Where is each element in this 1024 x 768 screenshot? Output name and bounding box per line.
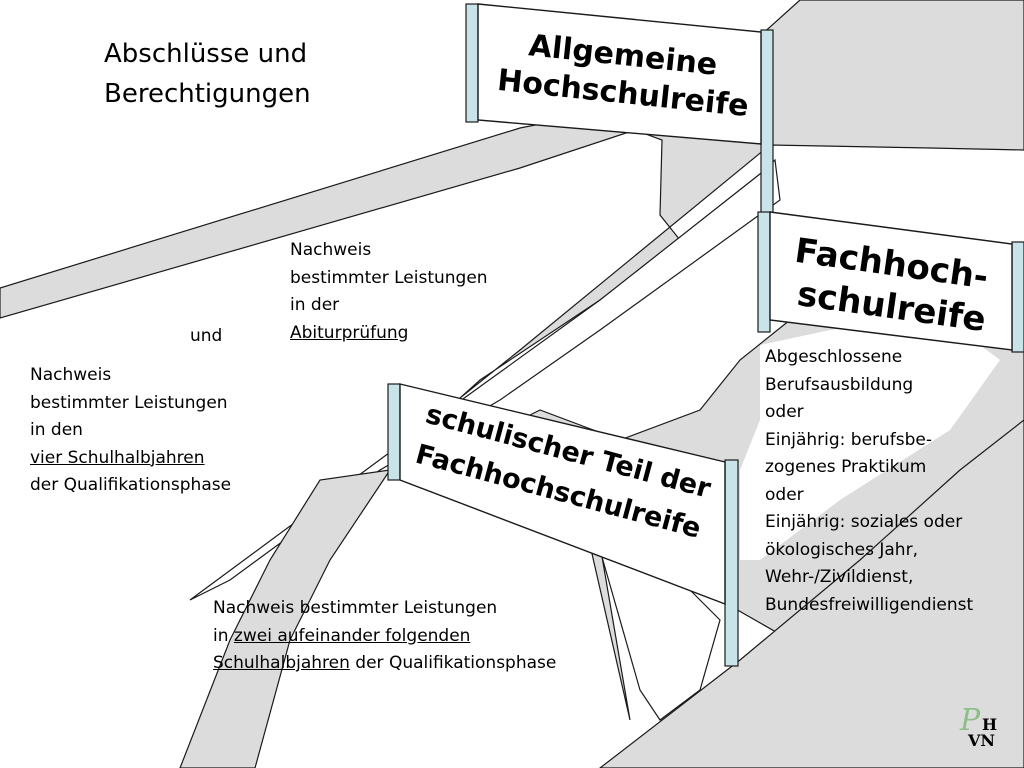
logo-bottom-letters: VN <box>967 731 995 750</box>
vier-line3: in den <box>30 420 83 440</box>
vier-line1: Nachweis <box>30 365 112 385</box>
beruf-line2: Berufsausbildung <box>765 374 914 395</box>
zwei-line2-underlined: zwei aufeinander folgenden <box>233 625 471 646</box>
zwei-line3: Schulhalbjahren der Qualifikationsphase <box>213 650 556 678</box>
beruf-line3: oder <box>765 402 804 422</box>
abitur-line3: in der <box>290 295 340 315</box>
zwei-line2-prefix: in <box>213 625 234 646</box>
label-abiturpruefung: Nachweis bestimmter Leistungen in der Ab… <box>290 237 488 347</box>
page-title-line2: Berechtigungen <box>104 79 311 109</box>
sign-allgemeine-hochschulreife: Allgemeine Hochschulreife <box>465 3 774 221</box>
label-und: und <box>190 326 223 346</box>
logo-script-letter: P <box>959 703 981 738</box>
beruf-line10: Bundesfreiwilligendienst <box>765 594 974 615</box>
vier-line4: vier Schulhalbjahren <box>30 447 205 468</box>
abitur-line4: Abiturprüfung <box>290 322 409 343</box>
vier-line5: der Qualifikationsphase <box>30 475 232 495</box>
abitur-line2: bestimmter Leistungen <box>290 267 488 288</box>
beruf-line6: oder <box>765 484 804 505</box>
zwei-line3-underlined: Schulhalbjahren <box>213 653 350 673</box>
logo-top-letter: H <box>982 715 997 734</box>
label-zwei-schulhalbjahre: Nachweis bestimmter Leistungen in zwei a… <box>213 595 556 678</box>
label-vier-schulhalbjahre: Nachweis bestimmter Leistungen in den vi… <box>30 362 231 500</box>
zwei-line2: in zwei aufeinander folgenden <box>213 623 556 651</box>
abitur-line1: Nachweis <box>290 240 372 260</box>
beruf-line7: Einjährig: soziales oder <box>765 512 963 532</box>
road-white-1 <box>740 322 1000 560</box>
sign-fachhochschulreife: Fachhoch- schulreife <box>757 211 1024 353</box>
label-berufsausbildung: Abgeschlossene Berufsausbildung oder Ein… <box>765 344 973 619</box>
zwei-line1: Nachweis bestimmter Leistungen <box>213 598 498 618</box>
beruf-line5: zogenes Praktikum <box>765 457 927 477</box>
zwei-line3-suffix: der Qualifikationsphase <box>349 653 557 673</box>
vier-line2: bestimmter Leistungen <box>30 392 228 413</box>
beruf-line8: ökologisches Jahr, <box>765 539 918 560</box>
beruf-line9: Wehr-/Zivildienst, <box>765 567 914 587</box>
sign-schulischer-teil: schulischer Teil der Fachhochschulreife <box>387 383 739 667</box>
beruf-line1: Abgeschlossene <box>765 347 903 367</box>
page-title: Abschlüsse und Berechtigungen <box>104 34 311 114</box>
page-title-line1: Abschlüsse und <box>104 39 308 69</box>
beruf-line4: Einjährig: berufsbe- <box>765 429 933 450</box>
school-logo: P H VN <box>959 703 997 750</box>
road-right <box>599 419 1024 768</box>
